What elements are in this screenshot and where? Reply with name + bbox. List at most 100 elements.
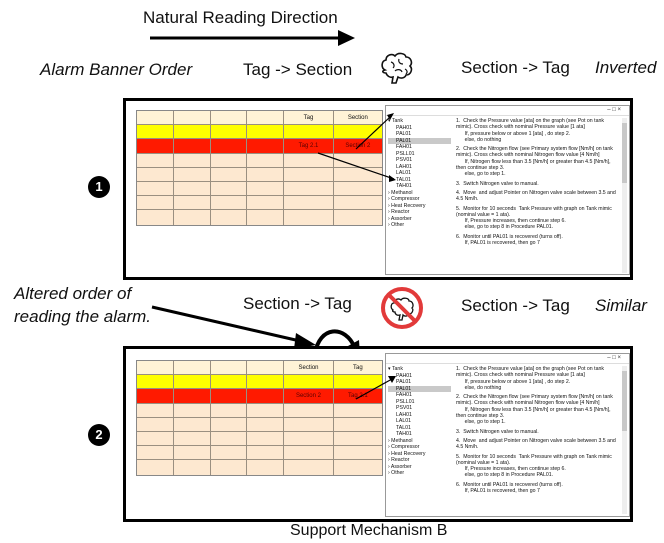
procedure-step-line: If, PAL01 is recovered, then go 7 xyxy=(456,240,540,247)
row1-left-order: Tag -> Section xyxy=(243,60,353,79)
grid-cell xyxy=(211,361,248,375)
alarm-row[interactable] xyxy=(137,403,382,418)
tree-item[interactable]: PSLL01 xyxy=(396,398,415,405)
procedure-step-line: 5. Monitor for 10 seconds Tank Pressure … xyxy=(456,205,614,218)
alarm-row-yellow[interactable] xyxy=(137,125,382,140)
tree-item[interactable]: PSV01 xyxy=(396,405,413,411)
grid-cell xyxy=(137,361,174,375)
procedure-step-line: else, do nothing xyxy=(456,136,502,143)
procedure-step-line: If, Nitrogen flow less than 3.5 [Nm/h] o… xyxy=(456,158,613,172)
tree-item[interactable]: › Other xyxy=(388,470,405,476)
tree-item[interactable]: PSV01 xyxy=(396,157,413,163)
tree-item[interactable]: › Reactor xyxy=(388,457,410,463)
tree-item[interactable]: PAH01 xyxy=(396,124,413,131)
tree-item[interactable]: › Heat Recovery xyxy=(388,450,426,457)
procedure-step-line: 2. Check the Nitrogen flow (see Primary … xyxy=(456,394,615,407)
procedure-step-line: If, pressure below or above 1 [ata] , do… xyxy=(456,130,571,137)
altered-order-arrow xyxy=(151,305,316,349)
tree-item[interactable]: PAL01 xyxy=(396,131,412,137)
tree-item[interactable]: › Methanol xyxy=(388,189,413,196)
procedure-step-line: If, pressure below or above 1 [ata] , do… xyxy=(456,378,571,385)
procedure-step-line: 1. Check the Pressure value [ata] on the… xyxy=(456,366,606,379)
tree-item[interactable]: PAL01 xyxy=(388,385,451,392)
tree-item[interactable]: ▾ Tank xyxy=(388,118,403,124)
panel-1: Tag Section Tag 2.1 Section 2 – □ × ▾ Ta… xyxy=(123,98,633,280)
alarm-row[interactable] xyxy=(137,196,382,211)
tree-item[interactable]: LAL01 xyxy=(396,418,412,424)
tree-item[interactable]: › Other xyxy=(388,222,405,228)
badge-2: 2 xyxy=(88,424,110,446)
alarm-row-red[interactable]: Tag 2.1 Section 2 xyxy=(137,139,382,154)
altered-order-line1: Altered order of xyxy=(14,284,132,303)
tree-item[interactable]: › Heat Recovery xyxy=(388,202,426,209)
tree-item[interactable]: TAH01 xyxy=(396,183,412,189)
alarm-row[interactable] xyxy=(137,446,382,461)
procedure-step-line: 5. Monitor for 10 seconds Tank Pressure … xyxy=(456,453,614,466)
tree-item[interactable]: TAL01 xyxy=(396,424,411,431)
tree-item[interactable]: ▾ Tank xyxy=(388,366,403,372)
tree-item[interactable]: FAH01 xyxy=(396,392,412,398)
alarm-section-cell[interactable]: Section 2 xyxy=(345,143,371,150)
procedure-step-line: else, go to step 1. xyxy=(456,171,506,178)
grid-cell xyxy=(247,361,285,375)
alarm-tag-cell[interactable]: Tag 2.1 xyxy=(348,393,368,400)
grid-cell xyxy=(174,361,211,375)
panel-2: Section Tag Section 2 Tag 2.1 – □ × ▾ Ta… xyxy=(123,346,633,522)
tree-item[interactable]: PAH01 xyxy=(396,372,413,379)
grid-header-row: Tag Section xyxy=(137,111,382,126)
direction-arrow-icon xyxy=(150,30,355,46)
alarm-row[interactable] xyxy=(137,181,382,197)
tree-item[interactable]: LAL01 xyxy=(396,170,412,176)
alarm-section-cell[interactable]: Section 2 xyxy=(284,389,334,403)
tree-item[interactable]: LAH01 xyxy=(396,163,412,170)
procedure-step-line: If, Pressure increases, then continue st… xyxy=(456,466,566,473)
procedure-step-line: If, Pressure increases, then continue st… xyxy=(456,218,566,225)
procedure-step-line: else, do nothing xyxy=(456,384,502,391)
badge-1: 1 xyxy=(88,176,110,198)
procedure-step-line: else, go to step 1. xyxy=(456,419,506,426)
tree-item[interactable]: PSLL01 xyxy=(396,150,415,157)
alarm-row[interactable] xyxy=(137,153,382,168)
row2-result: Similar xyxy=(595,296,647,315)
alarm-row[interactable] xyxy=(137,210,382,225)
procedure-step-line: else, go to step 8 in Procedure PAL01. xyxy=(456,472,554,479)
alarm-row-red[interactable]: Section 2 Tag 2.1 xyxy=(137,389,382,404)
reading-direction-label: Natural Reading Direction xyxy=(143,8,338,27)
scrollbar[interactable] xyxy=(622,118,627,273)
tree-item[interactable]: PAL01 xyxy=(396,379,412,385)
alarm-grid-2: Section Tag Section 2 Tag 2.1 xyxy=(136,360,383,476)
window-controls[interactable]: – □ × xyxy=(386,354,629,364)
procedure-step-line: If, Nitrogen flow less than 3.5 [Nm/h] o… xyxy=(456,406,613,420)
procedure-step-line: 1. Check the Pressure value [ata] on the… xyxy=(456,118,606,131)
mapping-arrow xyxy=(355,376,396,400)
alarm-row-yellow[interactable] xyxy=(137,375,382,390)
alarm-row[interactable] xyxy=(137,167,382,182)
tree-item[interactable]: FAH01 xyxy=(396,144,412,150)
grid-cell xyxy=(174,111,211,125)
grid-cell xyxy=(137,111,174,125)
caption: Support Mechanism B xyxy=(290,522,448,539)
alarm-row[interactable] xyxy=(137,431,382,447)
tree-item[interactable]: TAL01 xyxy=(396,176,411,183)
scrollbar[interactable] xyxy=(622,366,627,514)
grid-tag-header: Tag xyxy=(353,365,363,371)
alarm-tag-cell[interactable]: Tag 2.1 xyxy=(284,139,334,153)
tree-item[interactable]: › Compressor xyxy=(388,196,420,202)
alarm-row[interactable] xyxy=(137,460,382,475)
tree-item[interactable]: › Assorber xyxy=(388,215,412,222)
tree-item[interactable]: PAL01 xyxy=(388,137,451,144)
tree-item[interactable]: › Compressor xyxy=(388,444,420,450)
tree-item[interactable]: LAH01 xyxy=(396,411,412,418)
row2-left-order: Section -> Tag xyxy=(243,294,352,313)
row1-result: Inverted xyxy=(595,58,657,77)
procedure-step-line: 6. Monitor until PAL01 is recovered (tur… xyxy=(456,481,563,488)
alarm-row[interactable] xyxy=(137,417,382,432)
tree-item[interactable]: › Reactor xyxy=(388,209,410,215)
procedure-step-line: 2. Check the Nitrogen flow (see Primary … xyxy=(456,146,615,159)
tree-item[interactable]: › Assorber xyxy=(388,463,412,470)
tree-item[interactable]: › Methanol xyxy=(388,437,413,444)
window-controls[interactable]: – □ × xyxy=(386,106,629,116)
tree-item[interactable]: TAH01 xyxy=(396,431,412,437)
